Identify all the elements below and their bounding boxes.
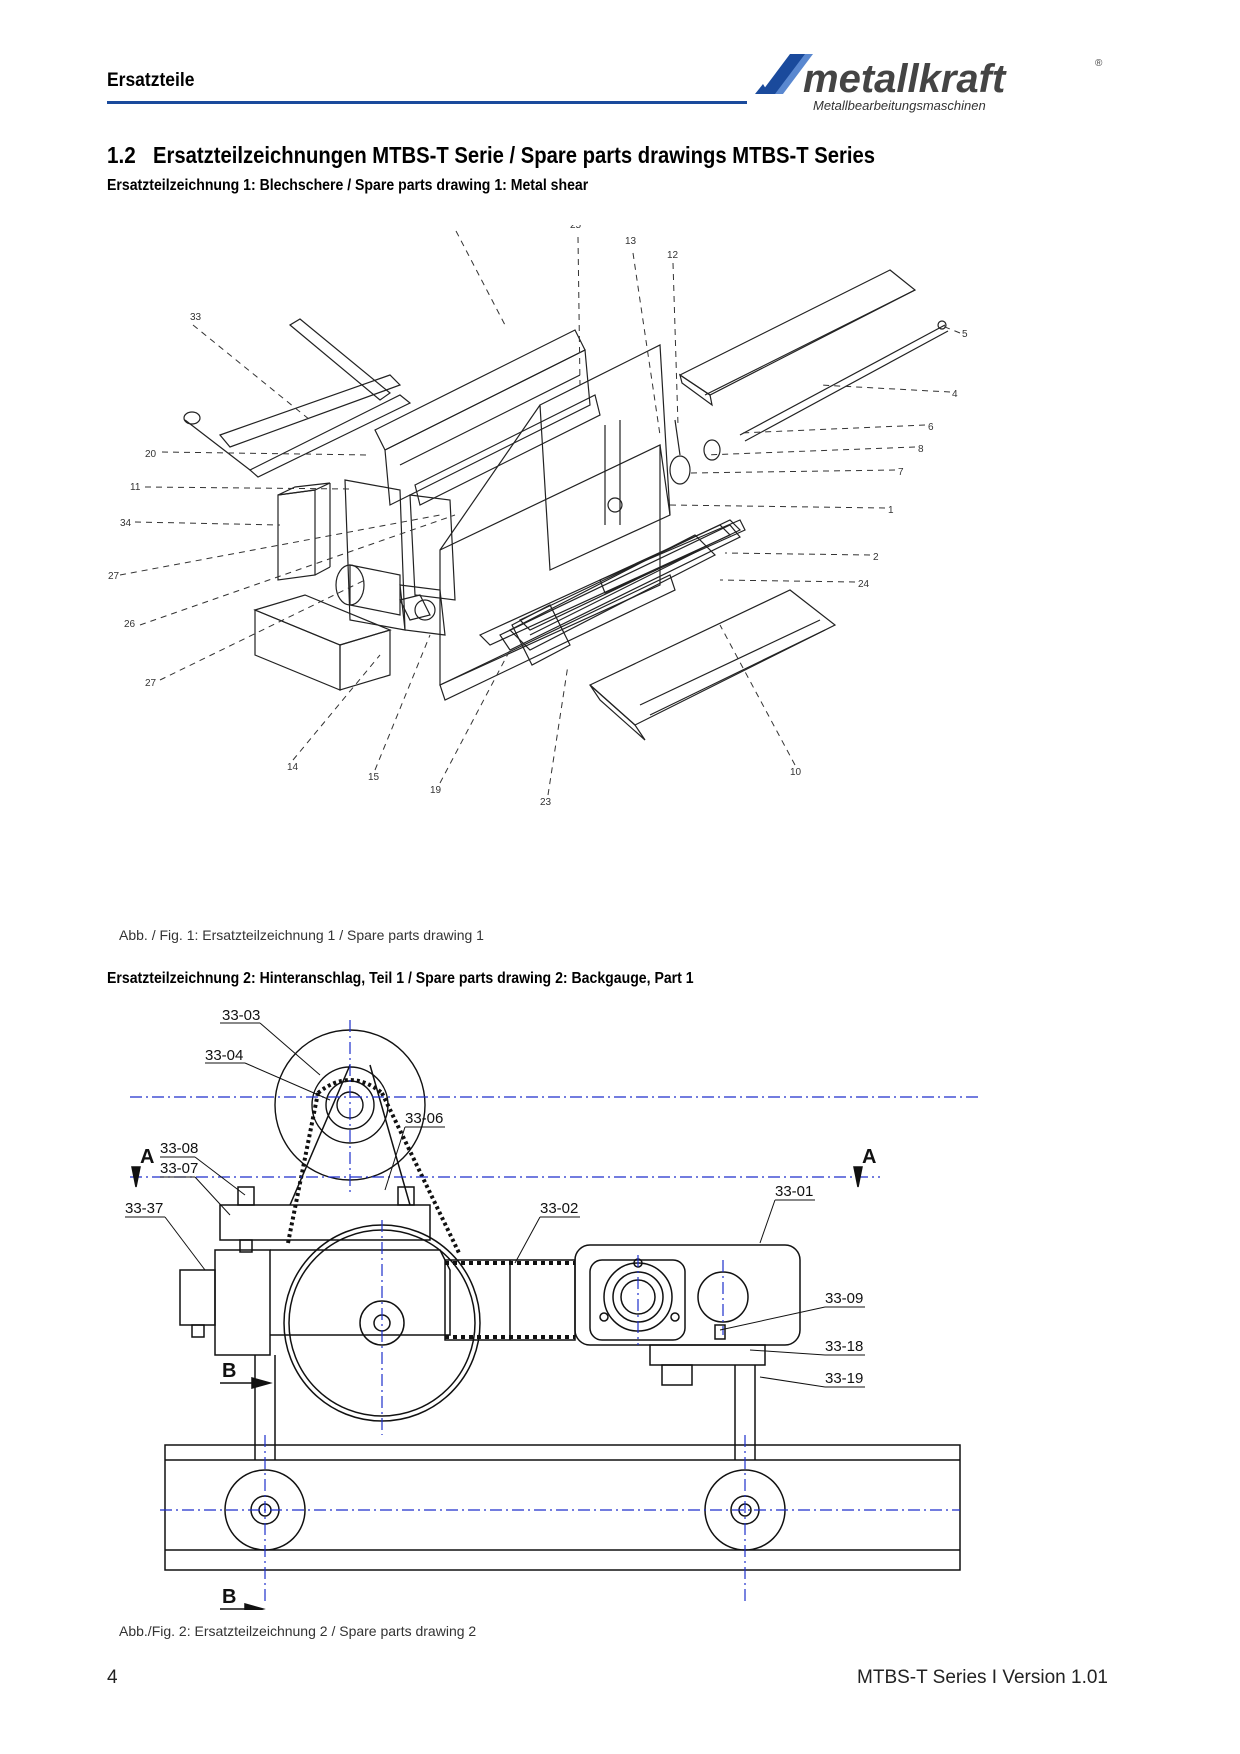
logo-tagline: Metallbearbeitungsmaschinen <box>813 98 986 113</box>
section-arrow-icon <box>131 1166 141 1188</box>
electrical-box-part <box>277 482 331 581</box>
callout-label: 33-37 <box>125 1200 163 1217</box>
page-number: 4 <box>107 1667 118 1688</box>
figure1-heading: Ersatzteilzeichnung 1: Blechschere / Spa… <box>107 177 589 194</box>
callout-label: 12 <box>667 250 679 261</box>
metallkraft-logo: metallkraft ® Metallbearbeitungsmaschine… <box>755 54 1103 113</box>
callout-label: 7 <box>898 467 904 478</box>
section-mark-label: A <box>140 1146 154 1168</box>
figure1-caption: Abb. / Fig. 1: Ersatzteilzeichnung 1 / S… <box>119 927 484 943</box>
callout-label: 33-06 <box>405 1110 443 1127</box>
callout-label: 33-09 <box>825 1290 863 1307</box>
section-mark-label: B <box>222 1586 236 1608</box>
gearbox-part <box>574 1244 801 1386</box>
callout-label: 24 <box>858 579 870 590</box>
section-title: Ersatzteilzeichnungen MTBS-T Serie / Spa… <box>153 142 876 168</box>
logo-mark-icon <box>755 54 813 94</box>
callout-label: 33-04 <box>205 1047 243 1064</box>
upper-beam-part <box>374 329 601 506</box>
guard-plate-part <box>588 589 837 741</box>
callout-label: 19 <box>430 785 442 796</box>
callout-labels: 3 25 13 12 33 5 4 20 6 8 7 11 1 34 2 27 … <box>108 225 968 808</box>
callout-label: 33-01 <box>775 1183 813 1200</box>
lower-beam-part <box>511 519 742 666</box>
callout-label: 25 <box>570 225 582 231</box>
callout-label: 27 <box>145 678 157 689</box>
callout-label: 14 <box>287 762 299 773</box>
callout-label: 23 <box>540 797 552 808</box>
chain-cover-part <box>444 1259 576 1341</box>
metal-shear-exploded-drawing: 3 25 13 12 33 5 4 20 6 8 7 11 1 34 2 27 … <box>108 225 968 808</box>
figure2-heading: Ersatzteilzeichnung 2: Hinteranschlag, T… <box>107 970 694 987</box>
callout-label: 5 <box>962 329 968 340</box>
callout-label: 6 <box>928 422 934 433</box>
callout-label: 15 <box>368 772 380 783</box>
top-bar-part <box>678 269 949 442</box>
callout-label: 33-03 <box>222 1007 260 1024</box>
motor-gearbox-part <box>335 564 446 636</box>
callout-label: 33 <box>190 312 202 323</box>
section-mark-label: B <box>222 1360 236 1382</box>
callout-label: 33-07 <box>160 1160 198 1177</box>
callout-label: 27 <box>108 571 120 582</box>
shaft-components-part <box>669 419 721 485</box>
logo-wordmark: metallkraft <box>803 57 1007 101</box>
callout-labels: 33-03 33-04 33-06 33-08 33-07 33-02 33-0… <box>125 1007 863 1387</box>
base-rail-part <box>164 1444 961 1571</box>
document-version: MTBS-T Series I Version 1.01 <box>857 1667 1108 1688</box>
section-arrows <box>131 1166 863 1610</box>
callout-label: 3 <box>450 225 456 228</box>
bracket-plate-part <box>219 1064 431 1253</box>
callout-label: 33-18 <box>825 1338 863 1355</box>
section-marks: A A B B <box>140 1146 876 1608</box>
support-legs-part <box>254 1355 756 1460</box>
cover-box-part <box>253 594 392 691</box>
callout-label: 20 <box>145 449 157 460</box>
callout-leaders <box>119 230 961 796</box>
header-divider <box>107 101 747 104</box>
figure2-caption: Abb./Fig. 2: Ersatzteilzeichnung 2 / Spa… <box>119 1623 477 1639</box>
callout-label: 1 <box>888 505 894 516</box>
callout-label: 4 <box>952 389 958 400</box>
drive-belt-part <box>286 1078 462 1256</box>
callout-leaders <box>125 1022 865 1388</box>
logo-registered: ® <box>1095 58 1103 69</box>
gear-housing-part <box>179 1249 451 1356</box>
backgauge-rails-part <box>183 318 412 478</box>
section-number: 1.2 <box>107 142 136 168</box>
callout-label: 33-08 <box>160 1140 198 1157</box>
callout-label: 2 <box>873 552 879 563</box>
callout-label: 10 <box>790 767 802 778</box>
callout-label: 34 <box>120 518 132 529</box>
main-frame-part <box>439 344 676 701</box>
header-section-label: Ersatzteile <box>107 70 195 91</box>
callout-label: 26 <box>124 619 136 630</box>
section-mark-label: A <box>862 1146 876 1168</box>
callout-label: 8 <box>918 444 924 455</box>
callout-label: 33-19 <box>825 1370 863 1387</box>
backgauge-drawing: 33-03 33-04 33-06 33-08 33-07 33-02 33-0… <box>125 1007 980 1610</box>
callout-label: 13 <box>625 236 637 247</box>
centerlines <box>130 1020 980 1605</box>
callout-label: 33-02 <box>540 1200 578 1217</box>
section-arrow-icon <box>853 1166 863 1188</box>
callout-label: 11 <box>130 482 141 493</box>
